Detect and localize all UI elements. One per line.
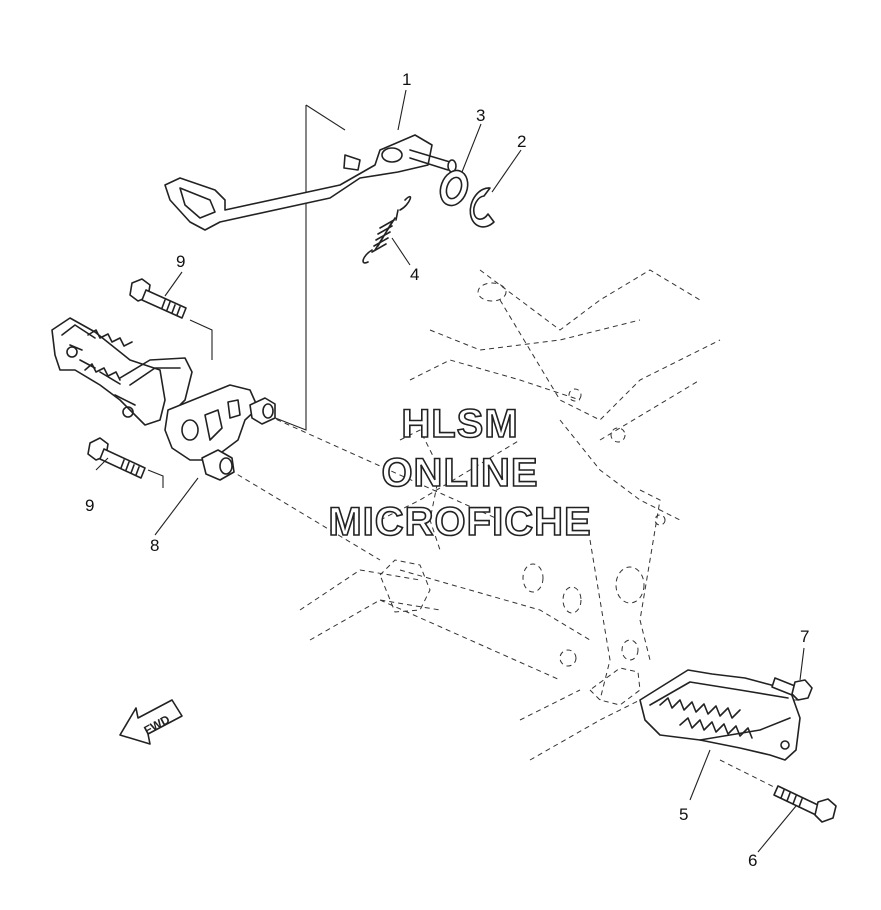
bolt-part-9-lower (87, 437, 146, 479)
callout-5: 5 (679, 805, 689, 824)
callout-7: 7 (800, 627, 810, 646)
callout-3: 3 (476, 106, 486, 125)
callout-1: 1 (402, 70, 412, 89)
bolt-part-7 (771, 677, 813, 701)
brake-pedal-part-1 (164, 134, 457, 231)
callout-8: 8 (150, 536, 160, 555)
frame-outline (299, 269, 721, 761)
circlip-part-2 (469, 187, 495, 228)
callout-9-upper: 9 (176, 252, 186, 271)
watermark-line-1: HLSM (401, 402, 519, 446)
callout-9-lower: 9 (85, 496, 95, 515)
leader-lines (147, 104, 800, 791)
footrest-right-part-5 (639, 669, 801, 761)
callout-2: 2 (517, 132, 527, 151)
callout-leaders (95, 89, 805, 853)
bolt-part-9-upper (129, 278, 187, 319)
callout-4: 4 (410, 265, 420, 284)
washer-part-3 (439, 169, 469, 207)
spring-part-4 (362, 195, 412, 264)
footrest-bracket-part-8 (164, 384, 276, 481)
bolt-part-6 (773, 785, 837, 823)
fwd-arrow-icon: FWD (119, 699, 183, 745)
footrest-left-assembly (51, 317, 193, 426)
watermark-line-3: MICROFICHE (328, 500, 592, 544)
watermark-line-2: ONLINE (381, 451, 539, 495)
callout-6: 6 (748, 851, 758, 870)
